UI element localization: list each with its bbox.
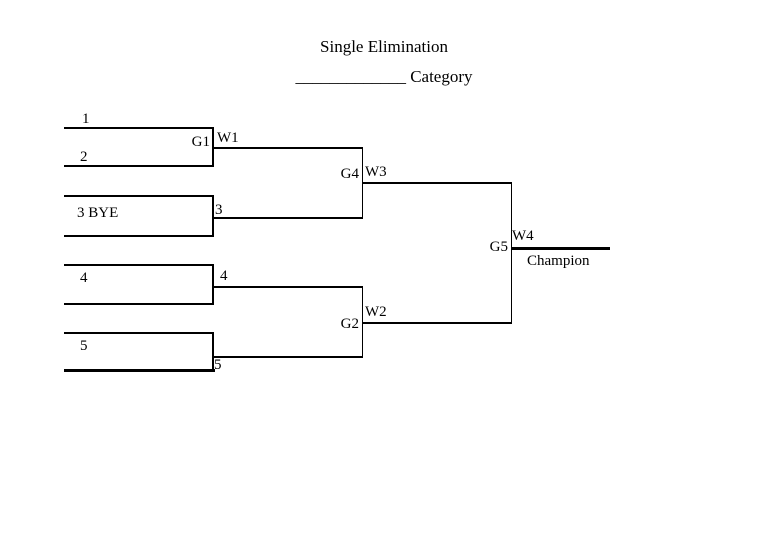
advancer5-label: 5 [214,357,222,373]
seed4-bottom-line [64,303,214,305]
winner1-label: W1 [217,130,239,146]
advancer4-label: 4 [220,268,228,284]
advancer4-line [213,286,363,288]
seed4-bracket-vertical [212,264,214,305]
game2-label: G2 [340,316,359,332]
seed3-bye-label: 3 BYE [77,205,119,221]
seed4-top-line [64,264,214,266]
seed1-label: 1 [82,111,90,127]
winner3-label: W3 [365,164,387,180]
seed2-label: 2 [80,149,88,165]
advancer3-line [213,217,363,219]
category-blank-line: _____________ [295,67,406,86]
winner3-line [362,182,512,184]
champion-label: Champion [527,253,590,269]
advancer3-label: 3 [215,202,223,218]
game1-label: G1 [191,134,210,150]
winner2-label: W2 [365,304,387,320]
seed4-label: 4 [80,270,88,286]
page-header: Single Elimination _____________ Categor… [0,38,768,85]
seed2-line [64,165,214,167]
bye-box-bottom-line [64,235,214,237]
winner4-label: W4 [512,228,534,244]
seed5-bracket-vertical [212,332,214,372]
advancer5-line [213,356,363,358]
category-line: _____________ Category [0,68,768,85]
game4-label: G4 [340,166,359,182]
winner2-line [362,322,512,324]
bye-box-top-line [64,195,214,197]
seed5-label: 5 [80,338,88,354]
page-title: Single Elimination [320,37,448,56]
seed1-line [64,127,214,129]
champion-line [511,247,610,250]
category-label: Category [410,67,473,86]
bye-bracket-vertical [212,195,214,237]
winner1-line [213,147,363,149]
seed5-bottom-line [64,369,215,372]
game5-label: G5 [489,239,508,255]
game5-bracket-vertical [510,182,512,324]
game2-bracket-vertical [361,286,363,358]
seed5-top-line [64,332,214,334]
